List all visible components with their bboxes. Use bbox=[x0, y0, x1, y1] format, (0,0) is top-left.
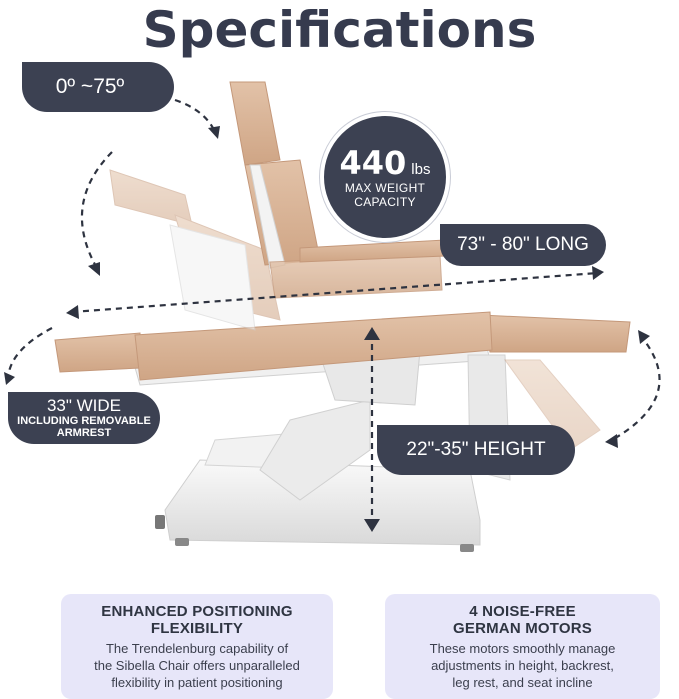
feature-title-line2: FLEXIBILITY bbox=[150, 620, 244, 637]
backrest-ghost bbox=[109, 169, 281, 331]
angle-callout: 0º ~75º bbox=[22, 62, 174, 112]
feature-title-line1: 4 NOISE-FREE bbox=[469, 603, 576, 620]
weight-label-1: MAX WEIGHT bbox=[344, 181, 426, 196]
feature-body-line1: These motors smoothly manage bbox=[429, 641, 616, 656]
feature-body-line2: the Sibella Chair offers unparalleled bbox=[94, 658, 300, 673]
weight-unit: lbs bbox=[411, 161, 431, 179]
feature-title-line1: ENHANCED POSITIONING bbox=[101, 603, 293, 620]
feature-body-line3: flexibility in patient positioning bbox=[111, 675, 283, 690]
page-title: Specifications bbox=[142, 1, 537, 59]
weight-label-2: CAPACITY bbox=[354, 195, 416, 209]
feature-body-line2: adjustments in height, backrest, bbox=[431, 658, 614, 673]
feature-card-positioning: ENHANCED POSITIONING FLEXIBILITY The Tre… bbox=[61, 594, 333, 699]
backrest-upright bbox=[229, 81, 446, 299]
height-callout: 22"-35" HEIGHT bbox=[377, 425, 575, 475]
weight-value: 440 bbox=[339, 144, 407, 183]
feature-body-line3: leg rest, and seat incline bbox=[452, 675, 593, 690]
width-line3: ARMREST bbox=[56, 426, 112, 439]
feature-title-line2: GERMAN MOTORS bbox=[453, 620, 592, 637]
width-callout: 33" WIDE INCLUDING REMOVABLE ARMREST bbox=[8, 392, 160, 444]
width-line1: 33" WIDE bbox=[46, 395, 122, 415]
feature-card-motors: 4 NOISE-FREE GERMAN MOTORS These motors … bbox=[385, 594, 660, 699]
chair-base bbox=[155, 399, 481, 552]
length-callout: 73" - 80" LONG bbox=[440, 224, 606, 266]
arrow-heads bbox=[4, 126, 650, 532]
feature-body-line1: The Trendelenburg capability of bbox=[105, 641, 289, 656]
width-line2: INCLUDING REMOVABLE bbox=[17, 415, 151, 428]
weight-capacity-badge: 440 lbs MAX WEIGHT CAPACITY bbox=[320, 112, 450, 242]
